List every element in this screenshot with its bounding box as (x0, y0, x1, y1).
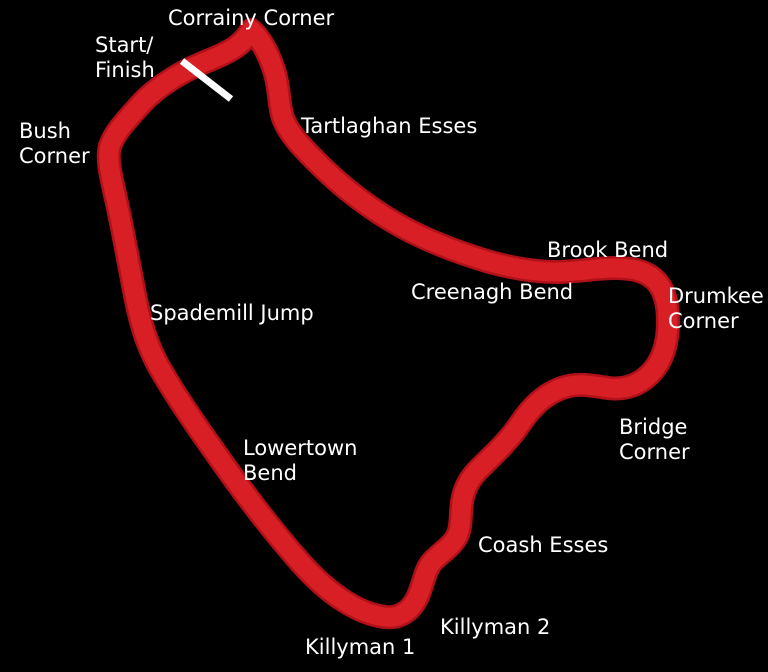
corner-label-killyman-1: Killyman 1 (305, 635, 416, 659)
track-surface (99, 20, 678, 627)
corner-label-bush-corner: Bush Corner (19, 119, 90, 168)
corner-label-killyman-2: Killyman 2 (440, 615, 551, 639)
start-finish-line (179, 58, 234, 102)
corner-label-bridge-corner: Bridge Corner (619, 415, 690, 464)
corner-label-creenagh-bend: Creenagh Bend (411, 280, 574, 304)
corner-label-corrainy-corner: Corrainy Corner (168, 6, 335, 30)
corner-label-spademill-jump: Spademill Jump (150, 301, 314, 325)
corner-label-start-finish: Start/ Finish (95, 33, 155, 82)
corner-label-brook-bend: Brook Bend (547, 238, 669, 262)
corner-label-drumkee-corner: Drumkee Corner (668, 284, 764, 333)
corner-label-tartlaghan-esses: Tartlaghan Esses (301, 114, 478, 138)
corner-label-coash-esses: Coash Esses (478, 533, 609, 557)
corner-label-lowertown-bend: Lowertown Bend (243, 436, 358, 485)
